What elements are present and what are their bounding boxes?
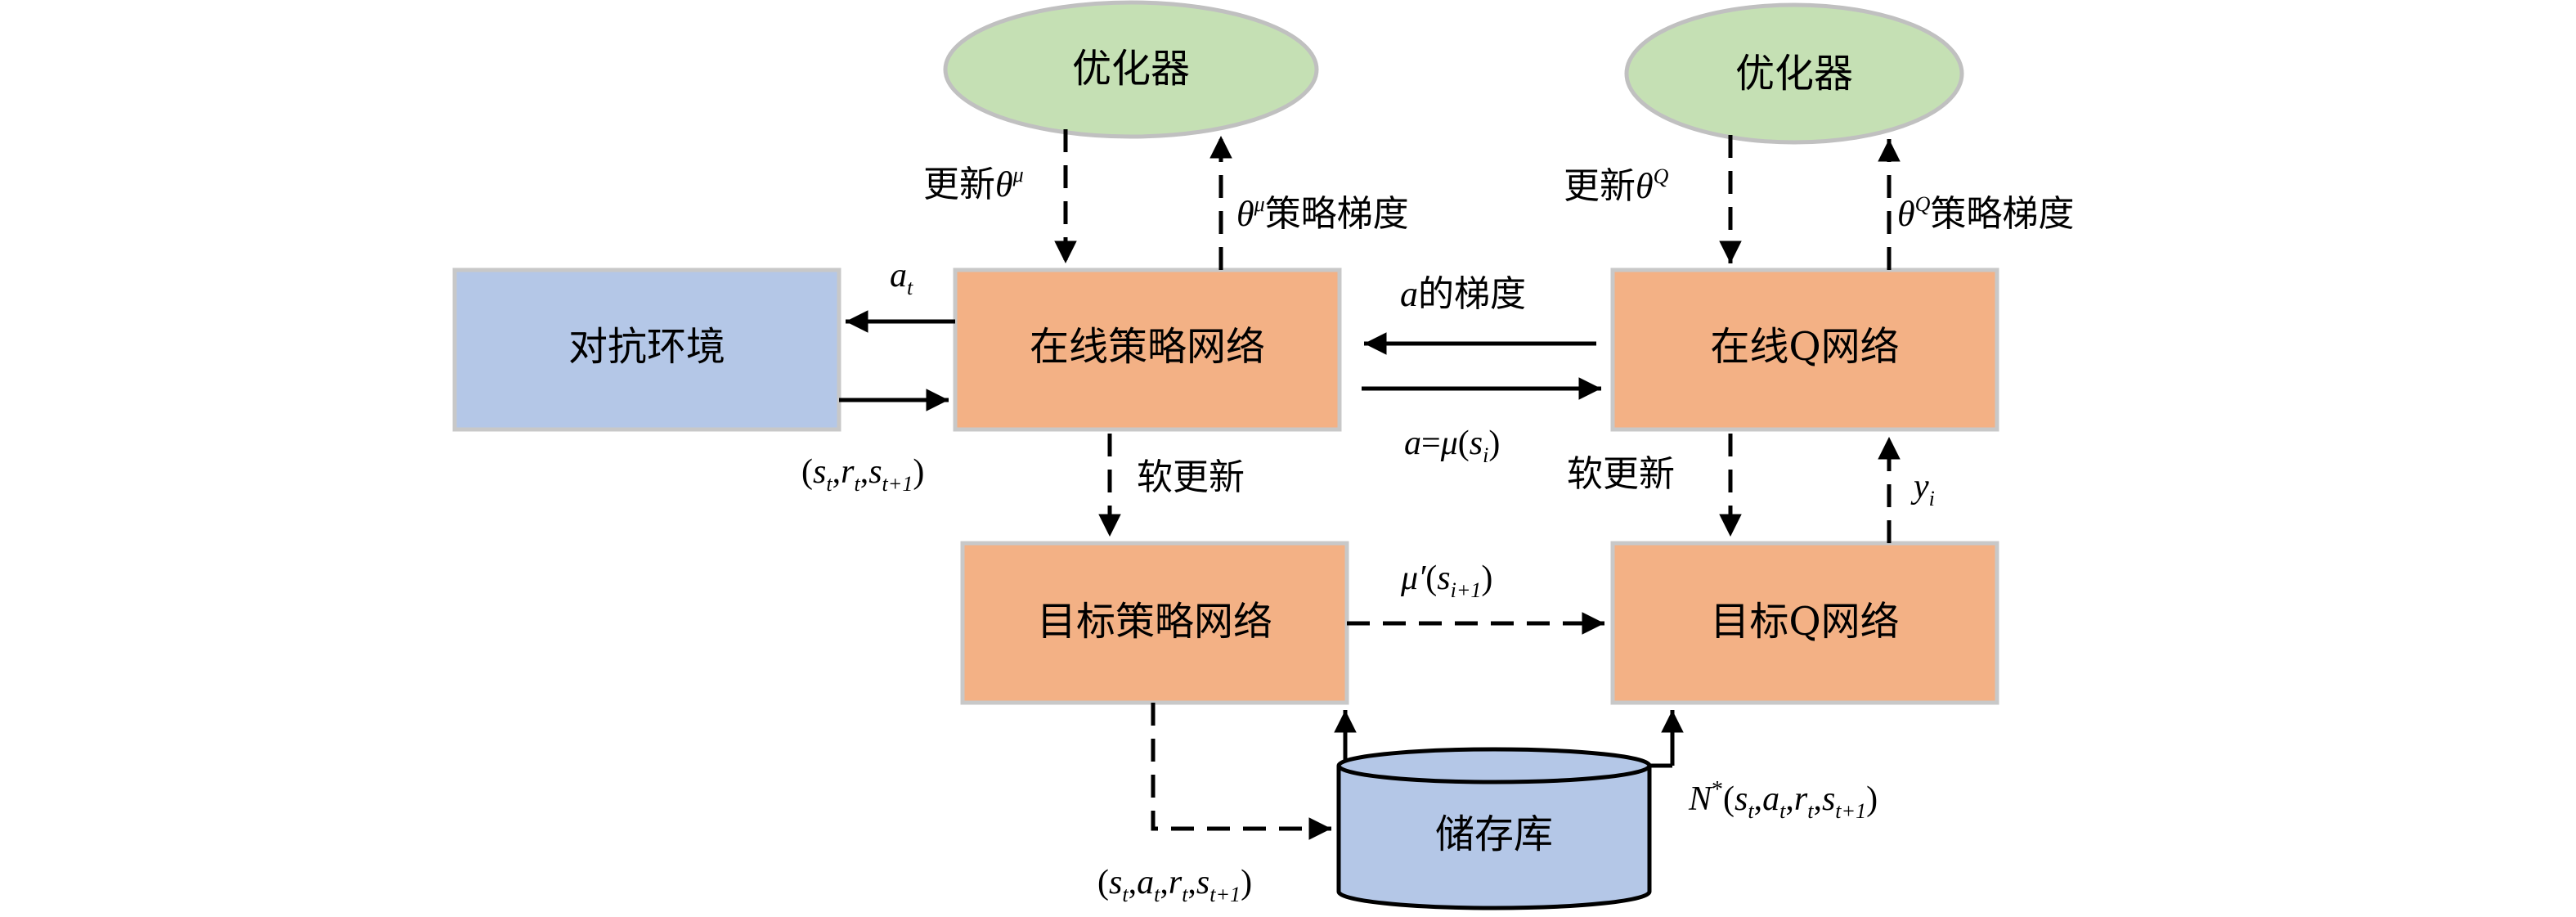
environment-node: 对抗环境 bbox=[452, 267, 841, 432]
label-a-gradient: a的梯度 bbox=[1400, 273, 1526, 315]
target-q-label: 目标Q网络 bbox=[1710, 599, 1899, 645]
environment-label: 对抗环境 bbox=[568, 324, 725, 370]
label-soft-update-left: 软更新 bbox=[1137, 456, 1245, 498]
label-store-transition: (st,at,rt,st+1) bbox=[1097, 864, 1252, 906]
label-theta-q-gradient: θQ策略梯度 bbox=[1897, 192, 2074, 235]
online-q-shape bbox=[1610, 267, 1999, 432]
label-sample-minibatch: N*(st,at,rt,st+1) bbox=[1688, 777, 1878, 823]
storage-node: 储存库 bbox=[1336, 747, 1652, 910]
edge-store-transition bbox=[1151, 703, 1331, 840]
online-q-label: 在线Q网络 bbox=[1710, 324, 1899, 370]
optimizer-left-node: 优化器 bbox=[943, 0, 1319, 139]
label-update-theta-q: 更新θQ bbox=[1564, 164, 1669, 207]
online-policy-label: 在线策略网络 bbox=[1030, 324, 1265, 370]
optimizer-right-shape bbox=[1624, 2, 1964, 145]
online-q-node: 在线Q网络 bbox=[1610, 267, 1999, 432]
label-soft-update-right: 软更新 bbox=[1567, 453, 1675, 495]
target-policy-shape bbox=[960, 541, 1349, 705]
online-policy-node: 在线策略网络 bbox=[953, 267, 1342, 432]
target-q-node: 目标Q网络 bbox=[1610, 541, 1999, 705]
label-theta-mu-gradient: θμ策略梯度 bbox=[1236, 192, 1409, 235]
target-policy-label: 目标策略网络 bbox=[1037, 599, 1272, 645]
storage-top bbox=[1336, 747, 1652, 784]
label-y-i: yi bbox=[1910, 468, 1935, 510]
optimizer-right-node: 优化器 bbox=[1624, 2, 1964, 145]
target-policy-node: 目标策略网络 bbox=[960, 541, 1349, 705]
optimizer-left-shape bbox=[943, 0, 1319, 139]
target-q-shape bbox=[1610, 541, 1999, 705]
optimizer-left-label: 优化器 bbox=[1072, 46, 1190, 92]
label-env-transition: (st,rt,st+1) bbox=[801, 453, 924, 496]
label-action-a-t: at bbox=[890, 257, 913, 299]
online-policy-shape bbox=[953, 267, 1342, 432]
storage-body bbox=[1336, 766, 1652, 910]
optimizer-right-label: 优化器 bbox=[1735, 51, 1853, 97]
label-mu-prime: μ′(si+1) bbox=[1400, 560, 1492, 602]
label-a-equals-mu: a=μ(si) bbox=[1404, 425, 1500, 467]
environment-shape bbox=[452, 267, 841, 432]
label-update-theta-mu: 更新θμ bbox=[923, 163, 1024, 205]
storage-label: 储存库 bbox=[1435, 811, 1553, 857]
